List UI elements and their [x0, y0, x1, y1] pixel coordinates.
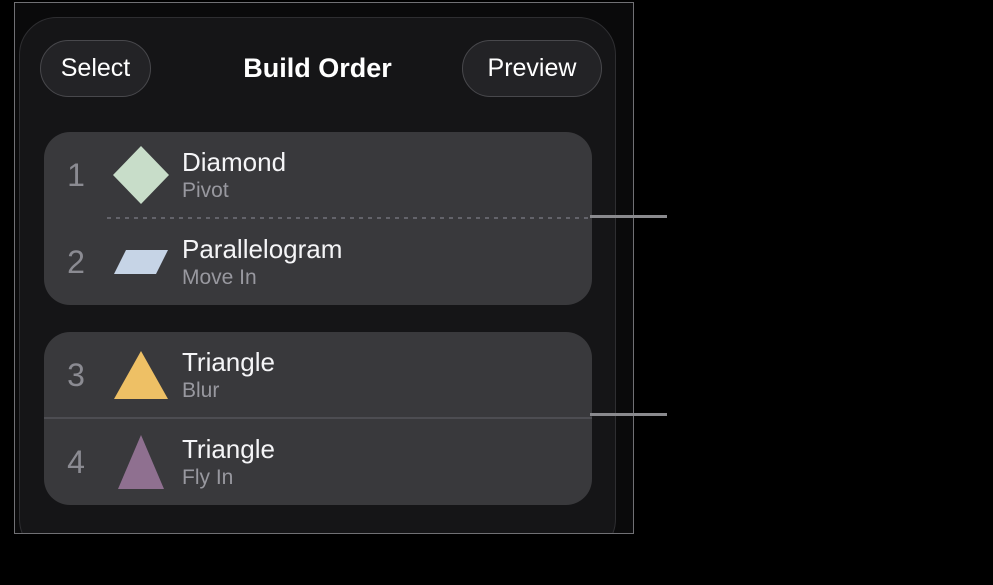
build-effect: Move In: [182, 266, 257, 289]
build-title: Triangle: [182, 434, 275, 464]
build-group: 1 Diamond Pivot 2: [44, 132, 592, 305]
divider-dotted: [107, 217, 592, 219]
parallelogram-icon: [108, 250, 174, 274]
build-order-number: 2: [67, 243, 85, 280]
build-row-diamond[interactable]: 1 Diamond Pivot: [44, 132, 592, 218]
build-title: Parallelogram: [182, 234, 343, 264]
preview-button[interactable]: Preview: [462, 40, 602, 97]
parallelogram-shape: [114, 250, 168, 274]
build-group: 3 Triangle Blur 4: [44, 332, 592, 505]
build-effect: Fly In: [182, 466, 234, 489]
build-row-triangle-blur[interactable]: 3 Triangle Blur: [44, 332, 592, 418]
build-row-triangle-flyin[interactable]: 4 Triangle Fly In: [44, 419, 592, 505]
build-order-number: 3: [67, 356, 85, 393]
build-order-number: 1: [67, 156, 85, 193]
triangle-icon: [108, 351, 174, 399]
page-title: Build Order: [243, 53, 392, 83]
diamond-icon: [108, 146, 174, 204]
build-row-parallelogram[interactable]: 2 Parallelogram Move In: [44, 219, 592, 305]
build-title: Triangle: [182, 347, 275, 377]
callout-line-top: [590, 215, 667, 218]
divider-solid: [44, 417, 592, 419]
select-button[interactable]: Select: [40, 40, 151, 97]
screenshot-frame: Select Build Order Preview 1 Diamond Piv…: [14, 2, 634, 534]
build-effect: Blur: [182, 379, 220, 402]
triangle-shape: [114, 351, 168, 399]
triangle-shape: [118, 435, 164, 489]
build-effect: Pivot: [182, 179, 229, 202]
build-order-number: 4: [67, 443, 85, 480]
diamond-shape: [113, 146, 169, 204]
callout-line-bottom: [590, 413, 667, 416]
triangle-icon: [108, 435, 174, 489]
build-title: Diamond: [182, 147, 287, 177]
build-order-popover: Select Build Order Preview 1 Diamond Piv…: [19, 17, 616, 533]
